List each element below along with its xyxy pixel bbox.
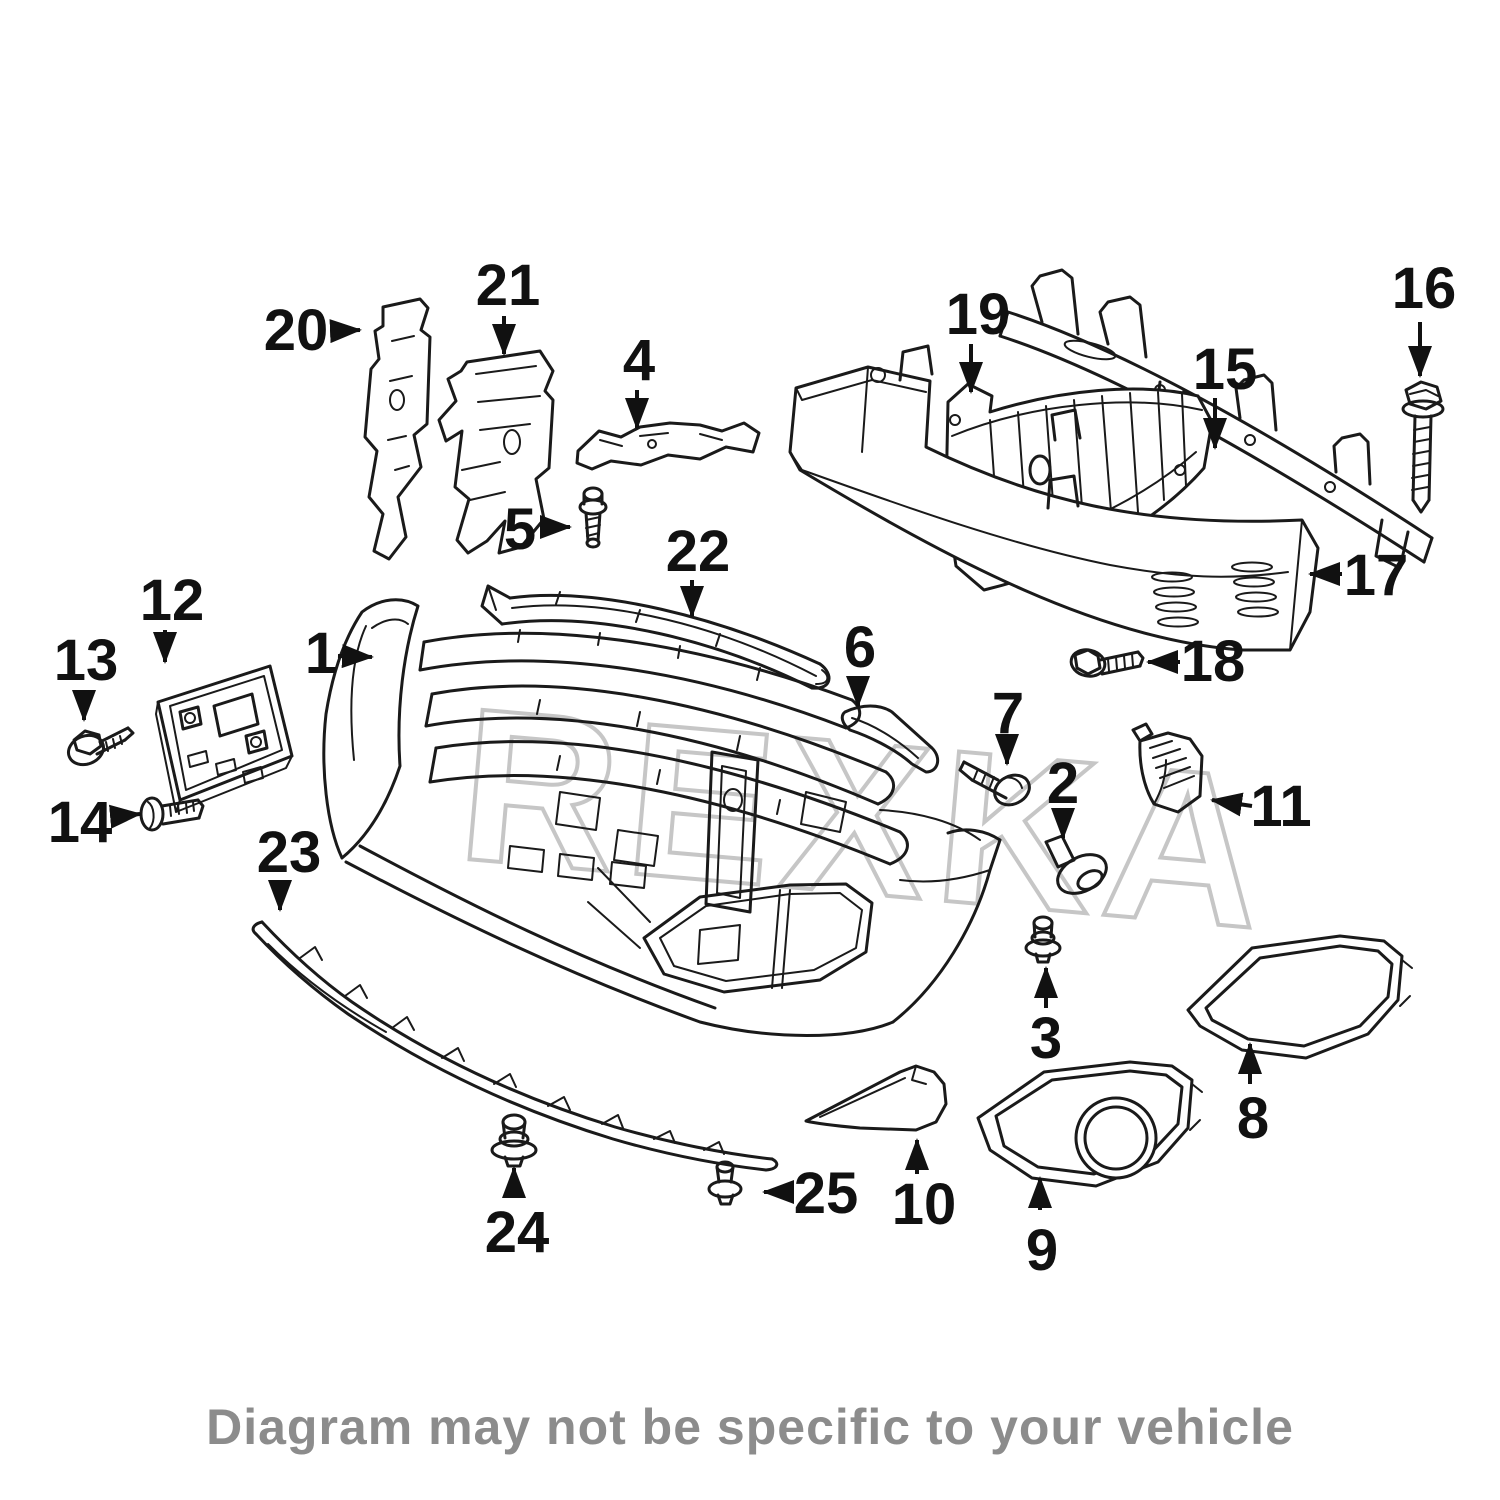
part-11-bracket (1131, 722, 1204, 814)
part-label-15: 15 (1193, 337, 1258, 402)
part-label-2: 2 (1047, 751, 1079, 816)
part-label-4: 4 (623, 328, 655, 393)
part-9-fog-grille-lh (976, 1060, 1203, 1188)
part-22-grille-trim (480, 584, 831, 690)
callout-11: 11 (1210, 774, 1312, 839)
part-label-20: 20 (264, 298, 329, 363)
callout-15: 15 (1193, 337, 1258, 450)
part-label-25: 25 (794, 1161, 859, 1226)
part-label-13: 13 (54, 628, 119, 693)
part-25-clip (707, 1160, 743, 1206)
callout-16: 16 (1392, 256, 1457, 378)
part-label-11: 11 (1250, 774, 1311, 839)
part-label-12: 12 (140, 568, 205, 633)
part-16-bolt (1401, 380, 1445, 514)
part-label-18: 18 (1181, 629, 1246, 694)
part-15-upper-beam (998, 268, 1434, 570)
callout-4: 4 (623, 328, 655, 430)
part-label-19: 19 (946, 282, 1011, 347)
part-label-5: 5 (504, 497, 536, 562)
part-label-6: 6 (844, 615, 876, 680)
part-13-bolt (67, 726, 135, 767)
disclaimer-caption: Diagram may not be specific to your vehi… (206, 1399, 1294, 1455)
part-8-fog-grille-rh (1186, 934, 1413, 1060)
part-12-license-bracket (155, 664, 294, 813)
part-label-9: 9 (1026, 1218, 1058, 1283)
part-14-screw (139, 796, 205, 832)
callout-23: 23 (257, 820, 322, 912)
callout-13: 13 (54, 628, 119, 722)
callout-2: 2 (1047, 751, 1079, 840)
callout-7: 7 (992, 681, 1024, 766)
callout-10: 10 (892, 1138, 957, 1237)
part-18-bolt (1069, 648, 1145, 678)
part-label-22: 22 (666, 519, 731, 584)
part-label-24: 24 (485, 1200, 550, 1265)
part-label-3: 3 (1030, 1006, 1062, 1071)
part-20-side-bracket (363, 297, 432, 561)
callout-25: 25 (762, 1161, 859, 1226)
callout-3: 3 (1030, 966, 1062, 1071)
part-label-10: 10 (892, 1172, 957, 1237)
callout-12: 12 (140, 568, 205, 664)
part-label-14: 14 (48, 790, 113, 855)
part-label-1: 1 (305, 621, 337, 686)
part-label-23: 23 (257, 820, 322, 885)
callout-14: 14 (48, 790, 142, 855)
callout-24: 24 (485, 1166, 550, 1265)
callout-22: 22 (666, 519, 731, 618)
part-3-clip (1024, 915, 1062, 964)
part-label-21: 21 (476, 253, 541, 318)
part-1-bumper-cover (322, 598, 1002, 1037)
callout-8: 8 (1237, 1042, 1269, 1151)
part-10-fog-trim (804, 1064, 948, 1132)
part-label-7: 7 (992, 681, 1024, 746)
part-label-8: 8 (1237, 1086, 1269, 1151)
part-21-side-bracket (437, 349, 555, 555)
callout-21: 21 (476, 253, 541, 356)
callout-17: 17 (1308, 543, 1409, 608)
callout-20: 20 (264, 298, 362, 363)
callout-1: 1 (305, 621, 374, 686)
part-label-17: 17 (1344, 543, 1409, 608)
part-17-bumper-reinforcement (788, 344, 1320, 652)
part-label-16: 16 (1392, 256, 1457, 321)
callout-9: 9 (1026, 1176, 1058, 1283)
part-23-front-spoiler (251, 920, 779, 1172)
part-4-bracket (575, 421, 761, 471)
callout-18: 18 (1146, 629, 1246, 694)
part-7-screw (958, 760, 1031, 807)
part-24-clip (490, 1113, 538, 1168)
part-5-bolt (578, 486, 608, 549)
callout-19: 19 (946, 282, 1011, 394)
callout-5: 5 (504, 497, 572, 562)
callout-6: 6 (844, 615, 876, 708)
part-2-bolt-dark (1044, 834, 1108, 895)
